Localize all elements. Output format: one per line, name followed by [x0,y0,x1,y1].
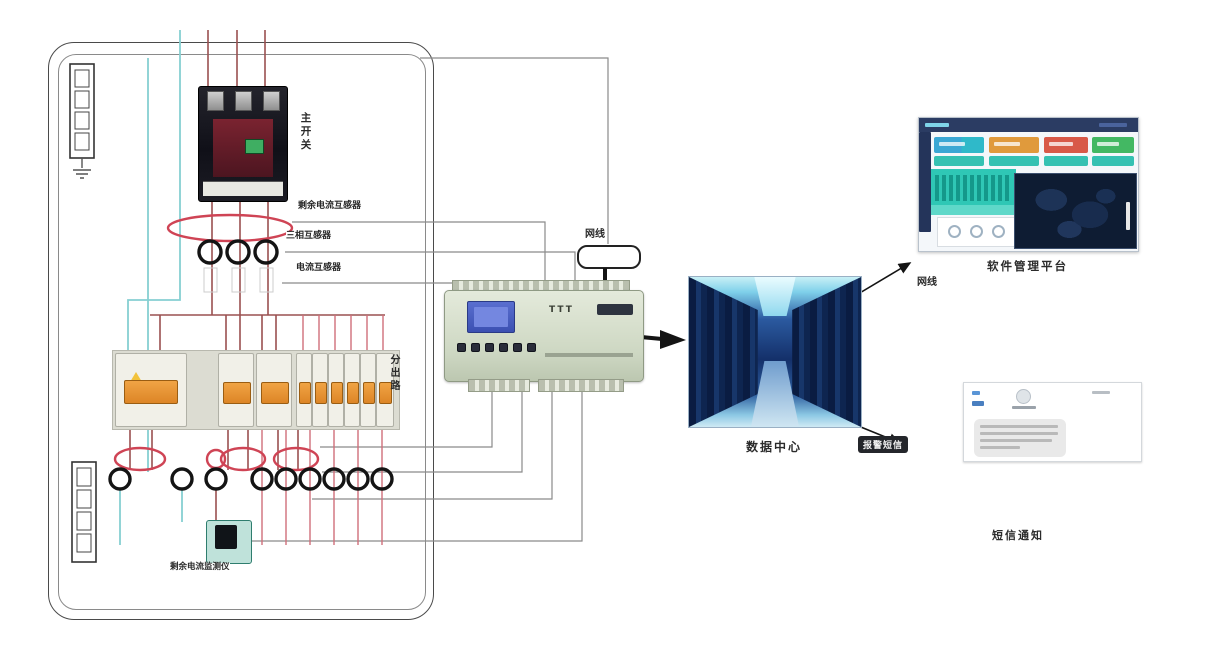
network-cable-label-1: 网线 [585,229,605,240]
breaker-module [218,353,254,427]
timestamp-text [1092,391,1110,394]
contact-name-text [1012,406,1036,409]
map-scrollbar [1126,202,1130,230]
stat-card-orange [989,137,1039,153]
sensor-label: 剩余电流监测仪 [170,562,230,573]
gateway-lcd [467,301,515,333]
platform-screenshot [918,117,1139,252]
main-breaker-label: 主开关 [299,112,312,153]
current-ct-label: 电流互感器 [296,263,342,274]
breaker-module [360,353,376,427]
main-breaker [198,86,288,202]
breaker-module [328,353,344,427]
network-cable-elbow [577,245,641,269]
arrow-to-datacenter [660,330,686,349]
data-center-caption: 数据中心 [745,440,802,454]
breaker-label-strip [203,181,283,196]
sms-screenshot [963,382,1142,462]
platform-caption: 软件管理平台 [987,259,1068,273]
signal-icon [972,401,984,406]
platform-bar-chart [931,169,1016,205]
breaker-display [245,139,264,154]
breaker-lug [207,91,224,111]
breaker-module [296,353,312,427]
sms-message-bubble [974,419,1066,457]
cabinet-outline [48,42,434,620]
stat-subbar [989,156,1039,166]
gateway-bottom-terminals [468,379,530,392]
sms-caption: 短信通知 [992,529,1044,542]
gateway-bottom-terminals [538,379,624,392]
phase-ct-label: 三相互感器 [286,231,332,242]
breaker-module [344,353,360,427]
stat-card-blue [934,137,984,153]
platform-header-menu [1099,123,1127,127]
breaker-face [213,119,273,177]
breaker-module [312,353,328,427]
breaker-module [256,353,292,427]
platform-map-panel [1014,173,1137,249]
sms-arrow-badge: 报警短信 [858,436,909,453]
breaker-lug [235,91,252,111]
gateway-logo [597,304,633,315]
gateway-marking: TTT [549,305,574,315]
stat-subbar [1092,156,1134,166]
sensor-module [206,520,252,564]
breaker-module-rcbo [115,353,187,427]
stat-subbar [1044,156,1088,166]
data-center-photo [688,276,862,428]
stat-card-red [1044,137,1088,153]
residual-ct-label: 剩余电流互感器 [298,201,362,212]
breaker-module [376,353,394,427]
stat-card-green [1092,137,1134,153]
platform-stats-panel [937,217,1015,247]
stat-subbar [934,156,984,166]
gateway-device: TTT [444,290,644,382]
platform-sidebar [919,132,931,232]
branch-circuits-label: 分出路 [388,354,399,393]
breaker-lug [263,91,280,111]
network-cable-label-2: 网线 [917,277,937,288]
platform-logo [925,123,949,127]
cabinet-inner-outline [58,54,426,610]
contact-avatar [1016,389,1031,404]
gateway-fineprint [545,353,633,357]
back-icon [972,391,980,395]
